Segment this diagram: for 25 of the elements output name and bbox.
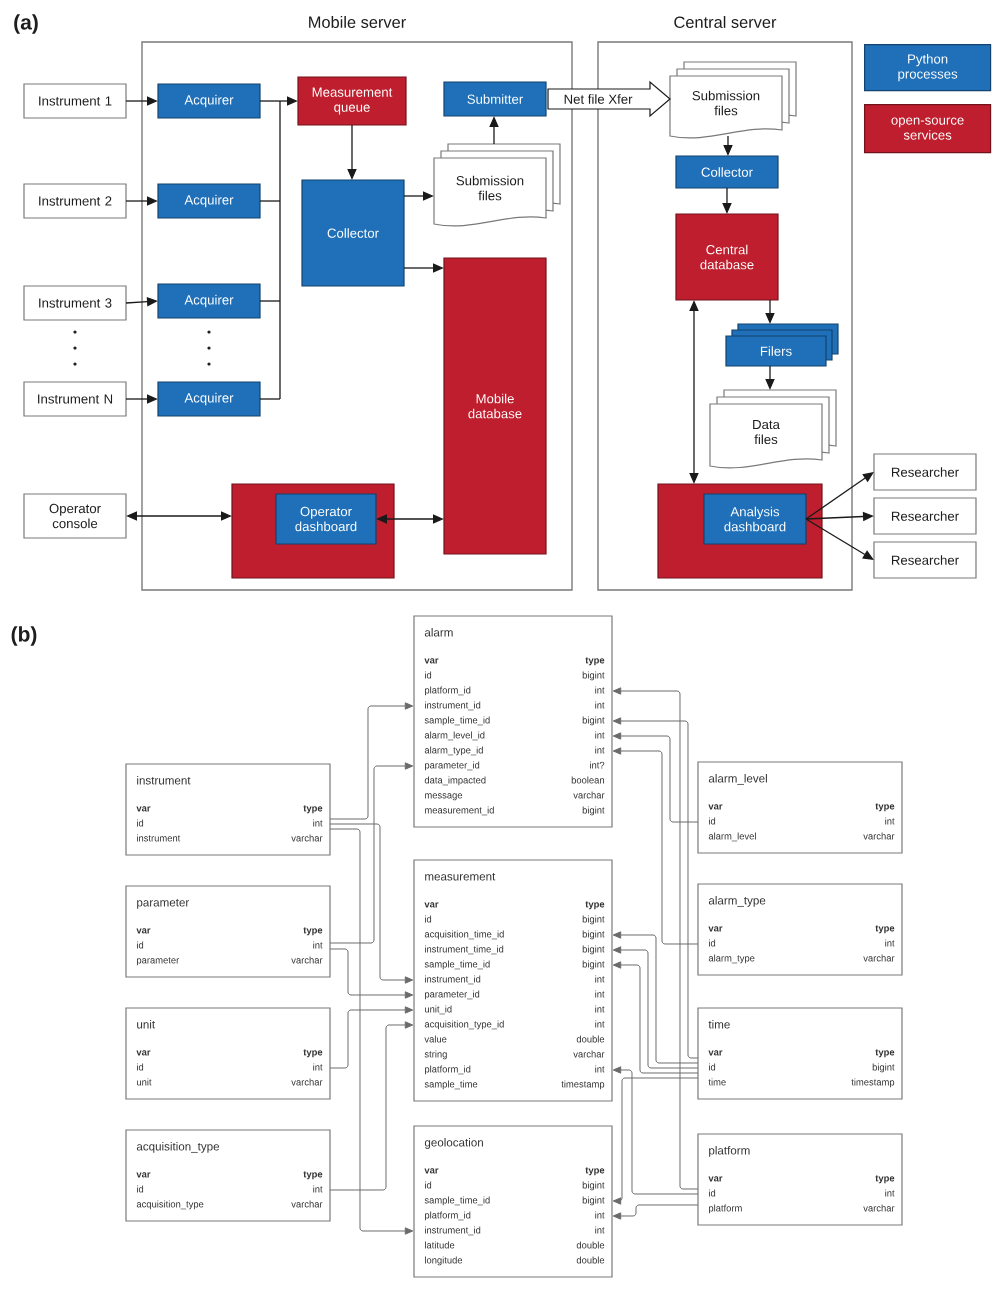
server-heading: Mobile server [309,16,406,29]
connector-line [279,100,281,400]
arrow [612,747,699,945]
panel-label: (a) [14,14,38,34]
arrow [329,828,414,1235]
connector-line [259,200,281,202]
arrow [329,823,414,984]
arrow [612,961,699,1074]
connector-line [259,300,281,302]
arrow [612,1066,699,1195]
arrow [612,717,699,1059]
arrow [612,732,699,823]
arrow [329,1021,414,1191]
arrow [805,472,874,520]
arrow [612,1204,699,1220]
arrow [612,1077,699,1205]
arrow [805,518,874,560]
panel-label: (b) [11,626,37,646]
connector-line [259,398,281,400]
server-heading: Central server [674,16,777,29]
arrow [612,687,699,1190]
arrow [329,762,414,944]
arrow [329,702,414,820]
arrow [329,1006,414,1069]
arrow [329,948,414,999]
